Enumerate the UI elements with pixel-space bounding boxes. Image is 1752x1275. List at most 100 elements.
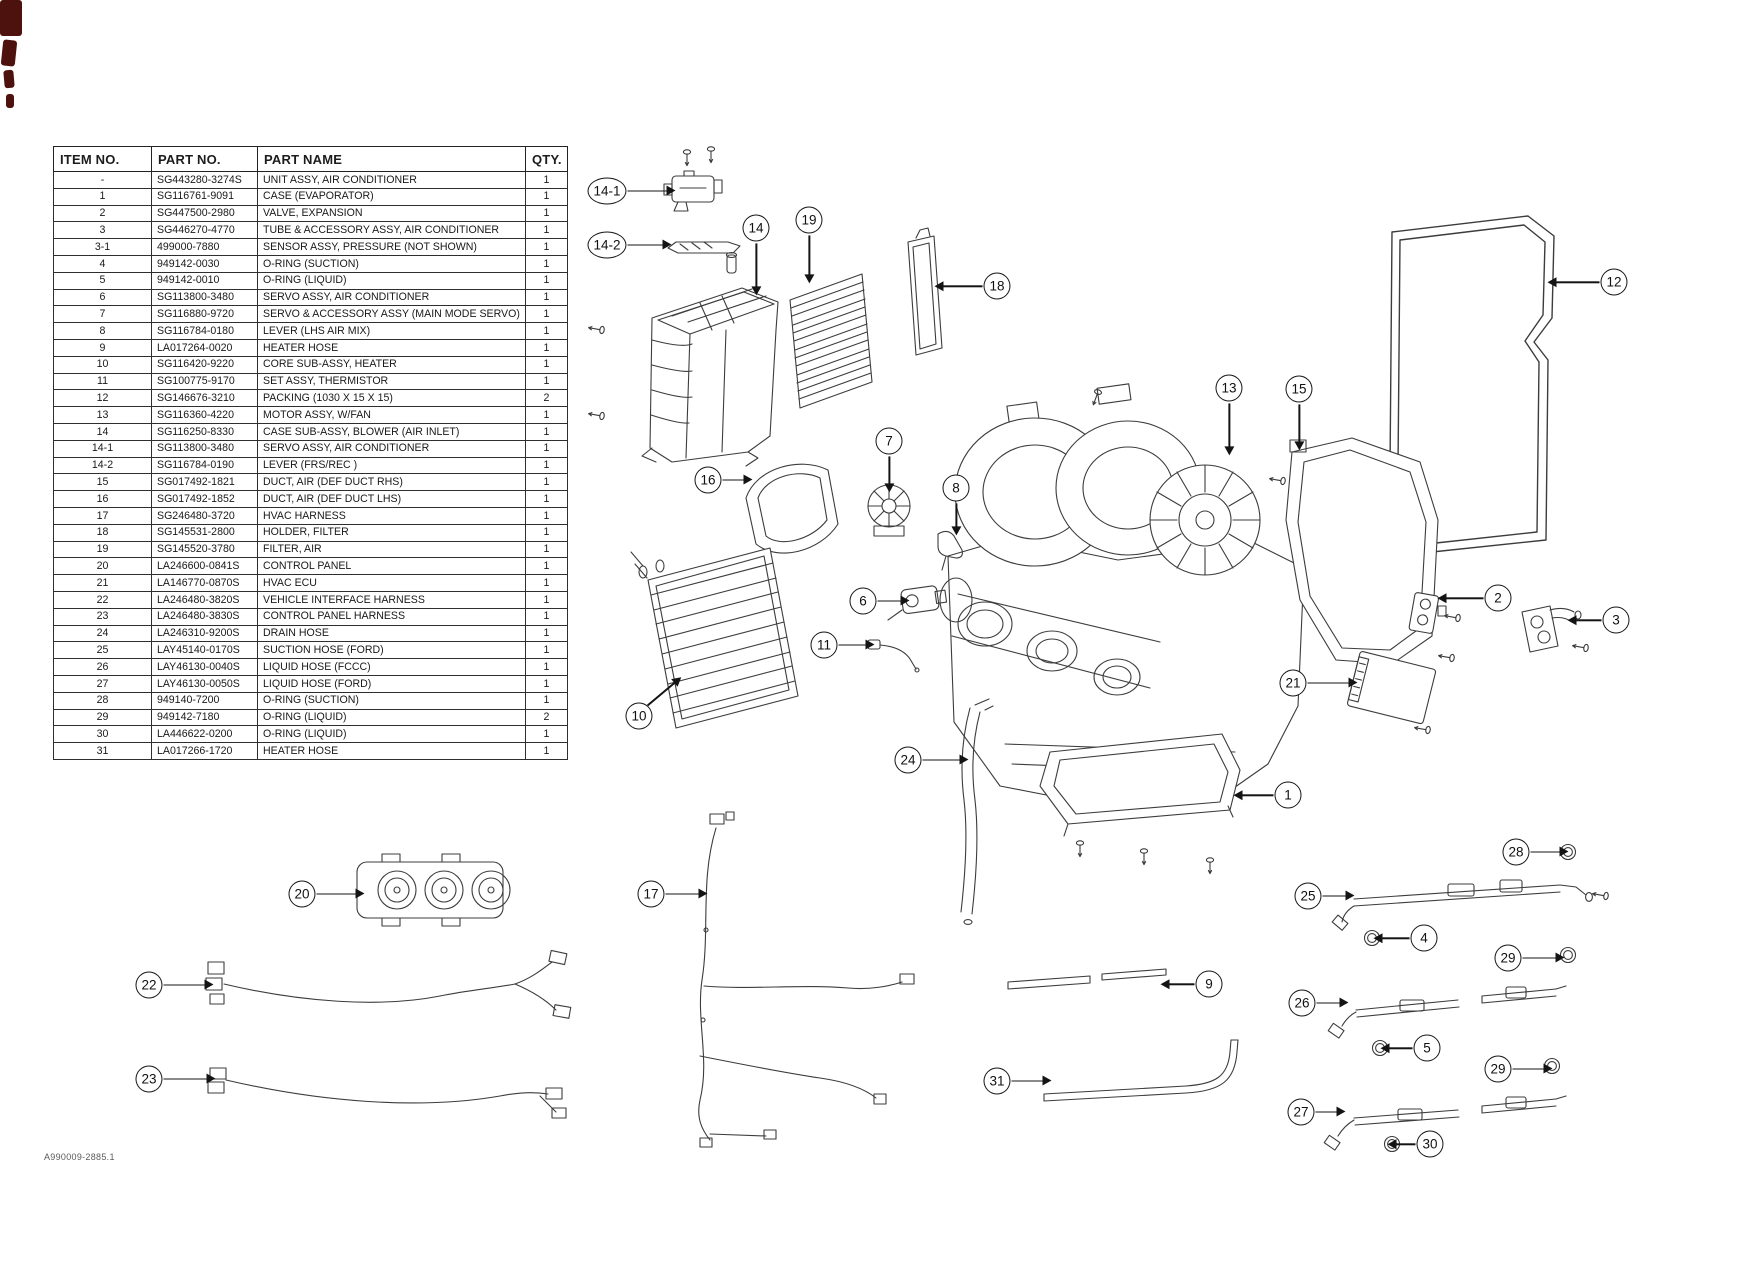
callout-arrow <box>163 980 214 990</box>
callout-10: 10 <box>625 681 676 730</box>
callout-20: 20 <box>288 880 365 908</box>
part-lever-8 <box>937 530 963 571</box>
callout-28: 28 <box>1502 838 1569 866</box>
part-liquid-hose-26 <box>1327 985 1567 1039</box>
callout-2: 2 <box>1445 584 1512 612</box>
callout-12: 12 <box>1555 268 1628 296</box>
callout-arrow <box>316 889 365 899</box>
callout-arrow <box>1322 891 1355 901</box>
callout-arrow <box>942 285 983 287</box>
part-motor-fan-13 <box>1149 464 1261 576</box>
callout-label: 30 <box>1416 1130 1444 1158</box>
part-suction-hose-25 <box>1331 879 1593 931</box>
callout-1: 1 <box>1241 781 1302 809</box>
callout-label: 25 <box>1294 882 1322 910</box>
callout-arrow <box>1381 937 1410 939</box>
callout-11: 11 <box>810 631 875 659</box>
callout-18: 18 <box>942 272 1011 300</box>
callout-27: 27 <box>1287 1098 1346 1126</box>
part-drain-hose-24 <box>960 698 994 925</box>
part-name: HEATER HOSE <box>257 742 526 760</box>
callout-arrow <box>1011 1076 1052 1086</box>
callout-29b: 29 <box>1484 1055 1553 1083</box>
part-expansion-valve-2 <box>1408 592 1447 634</box>
scan-artifact <box>0 0 22 36</box>
callout-14: 14 <box>742 214 770 288</box>
callout-arrow <box>1445 597 1484 599</box>
callout-label: 29 <box>1494 944 1522 972</box>
callout-label: 16 <box>694 466 722 494</box>
callout-13: 13 <box>1215 374 1243 448</box>
header-part-no: PART NO. <box>151 146 258 172</box>
callout-label: 15 <box>1285 375 1313 403</box>
header-qty: QTY. <box>525 146 568 172</box>
table-header-row: ITEM NO. PART NO. PART NAME QTY. <box>53 146 568 172</box>
callout-9: 9 <box>1168 970 1223 998</box>
callout-label: 29 <box>1484 1055 1512 1083</box>
callout-arrow <box>627 240 672 250</box>
callout-label: 21 <box>1279 669 1307 697</box>
callout-15: 15 <box>1285 375 1313 443</box>
callout-arrow <box>955 503 957 528</box>
callout-arrow <box>1228 403 1230 448</box>
callout-label: 14-2 <box>587 231 627 259</box>
callout-19: 19 <box>795 206 823 276</box>
callout-14-2: 14-2 <box>587 231 672 259</box>
callout-arrow <box>877 596 910 606</box>
callout-label: 9 <box>1195 970 1223 998</box>
callout-label: 28 <box>1502 838 1530 866</box>
header-item-no: ITEM NO. <box>53 146 152 172</box>
callout-label: 18 <box>983 272 1011 300</box>
part-hvac-ecu-21 <box>1347 651 1437 725</box>
callout-arrow <box>1241 794 1274 796</box>
callout-arrow <box>1512 1064 1553 1074</box>
document-code: A990009-2885.1 <box>44 1152 115 1162</box>
callout-24: 24 <box>894 746 969 774</box>
callout-label: 20 <box>288 880 316 908</box>
callout-8: 8 <box>942 474 970 528</box>
callout-arrow <box>1395 1143 1416 1145</box>
callout-arrow <box>163 1074 216 1084</box>
part-heater-core-10 <box>630 547 799 729</box>
callout-3: 3 <box>1575 606 1630 634</box>
part-def-duct-rhs-15 <box>1285 437 1439 665</box>
callout-arrow <box>646 681 676 707</box>
part-no: LA017266-1720 <box>151 742 258 760</box>
callout-arrow <box>1315 1107 1346 1117</box>
part-def-duct-lhs-16 <box>745 463 839 554</box>
qty: 1 <box>525 540 568 559</box>
callout-arrow <box>1575 619 1602 621</box>
callout-6: 6 <box>849 587 910 615</box>
callout-label: 22 <box>135 971 163 999</box>
callout-label: 2 <box>1484 584 1512 612</box>
callout-label: 4 <box>1410 924 1438 952</box>
callout-14-1: 14-1 <box>587 177 676 205</box>
callout-arrow <box>1522 953 1565 963</box>
part-servo-7 <box>867 484 911 537</box>
callout-arrow <box>755 243 757 288</box>
callout-arrow <box>1307 678 1358 688</box>
callout-arrow <box>1316 998 1349 1008</box>
callout-arrow <box>665 889 708 899</box>
qty: 1 <box>525 305 568 324</box>
callout-arrow <box>1530 847 1569 857</box>
callout-label: 1 <box>1274 781 1302 809</box>
qty: 1 <box>525 742 568 760</box>
